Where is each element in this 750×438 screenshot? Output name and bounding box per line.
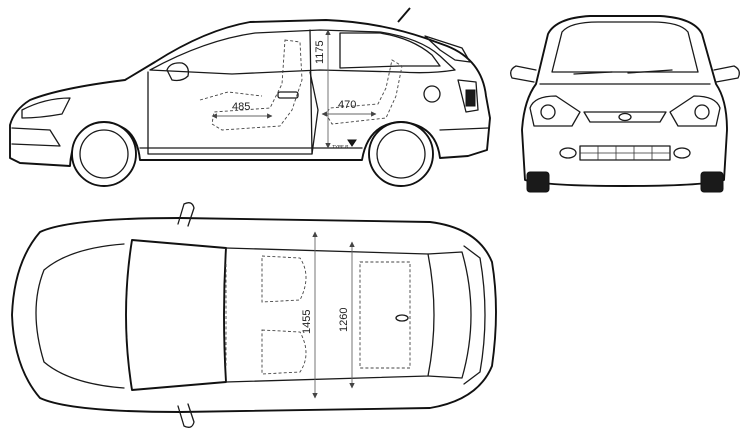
side-steering-column — [199, 91, 263, 101]
side-front-tire — [71, 121, 137, 187]
front-right-mirror — [713, 65, 740, 83]
front-right-lamp — [694, 104, 710, 120]
top-hood-edge — [35, 243, 125, 389]
side-tail-lamp-lens — [465, 89, 476, 107]
front-left-mirror — [510, 65, 537, 83]
top-right-mirror — [177, 403, 195, 428]
side-mirror — [166, 62, 190, 82]
side-roof-spoiler — [424, 35, 471, 63]
side-tail-light — [457, 79, 479, 113]
front-windshield — [551, 21, 699, 73]
top-rear-bench — [359, 261, 411, 369]
dim-label-interior-width-rear: 1260 — [338, 308, 350, 332]
front-right-tire — [700, 171, 724, 193]
side-front-rim — [79, 129, 129, 179]
front-view — [510, 15, 740, 193]
side-door-outline — [147, 71, 319, 155]
side-antenna — [397, 7, 411, 23]
top-roof-outline — [225, 247, 435, 383]
dim-label-interior-height: 1175 — [314, 40, 326, 64]
front-right-foglight — [673, 147, 691, 159]
front-right-headlight — [669, 95, 721, 127]
front-upper-grille — [583, 111, 667, 123]
top-view: 1455 1260 — [11, 202, 497, 428]
side-fuel-lid — [423, 85, 441, 103]
front-wipers — [573, 69, 673, 75]
top-rear-wiper-pivot — [395, 314, 409, 322]
front-intake-mesh — [580, 146, 670, 160]
top-front-left-seat — [261, 255, 307, 303]
front-left-foglight — [559, 147, 577, 159]
side-rear-bumper — [439, 127, 489, 131]
front-left-tire — [526, 171, 550, 193]
front-left-headlight — [529, 95, 581, 127]
top-left-mirror — [177, 202, 195, 227]
front-honda-emblem — [618, 112, 632, 122]
side-front-bumper — [11, 127, 61, 147]
front-body-outline — [521, 15, 728, 187]
side-door-handle — [277, 91, 299, 99]
top-front-right-seat — [261, 329, 307, 375]
side-front-seat — [211, 39, 303, 131]
side-rear-tire — [368, 121, 434, 187]
top-rear-spoiler — [463, 245, 486, 385]
side-rear-quarter-window — [339, 32, 441, 69]
dim-label-interior-width-front: 1455 — [301, 310, 313, 334]
side-view: 485 470 1175 TYPE R — [9, 7, 491, 187]
dim-label-front-seat: 485 — [232, 101, 250, 113]
top-body-outline — [11, 217, 497, 413]
side-window-frame — [149, 29, 456, 75]
side-type-r-emblem — [347, 139, 357, 147]
side-rear-rim — [376, 129, 426, 179]
top-windshield — [125, 239, 227, 391]
side-type-r-badge: TYPE R — [332, 144, 349, 149]
top-rear-window — [427, 251, 472, 379]
front-left-lamp — [540, 104, 556, 120]
side-headlight — [21, 97, 71, 119]
dim-label-rear-seat: 470 — [338, 99, 356, 111]
side-b-pillar — [309, 29, 313, 155]
